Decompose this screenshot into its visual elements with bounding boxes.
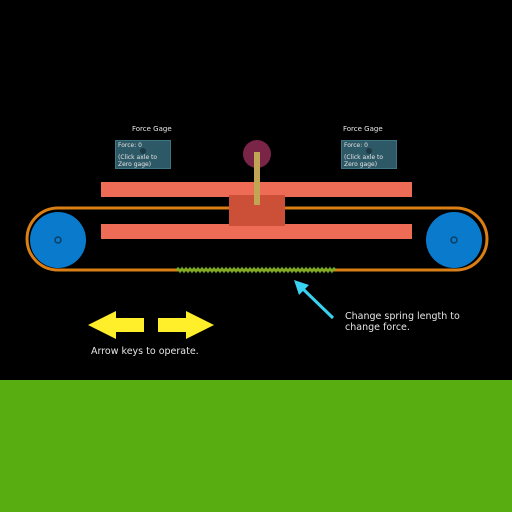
left-gauge-hint-2: Zero gage) [118, 161, 152, 168]
apparatus-drawing [25, 140, 489, 339]
left-gauge-force: Force: 0 [118, 142, 142, 149]
lever-rod[interactable] [254, 152, 260, 205]
right-gauge-hint-2: Zero gage) [344, 161, 378, 168]
spring-instruction-1: Change spring length to [345, 311, 460, 322]
right-axle[interactable] [450, 236, 458, 244]
arrow-right-icon[interactable] [158, 311, 214, 339]
right-gauge-force: Force: 0 [344, 142, 368, 149]
right-gauge-title: Force Gage [343, 125, 383, 133]
left-gauge-indicator [140, 148, 146, 154]
arrow-left-icon[interactable] [88, 311, 144, 339]
ground [0, 380, 512, 512]
left-axle[interactable] [54, 236, 62, 244]
conveyor-belt [25, 206, 489, 272]
pointer-arrow-icon [294, 280, 335, 320]
left-force-gauge[interactable]: Force: 0 (Click axle to Zero gage) [115, 140, 171, 169]
spring-instruction-2: change force. [345, 322, 410, 333]
right-gauge-hint-1: (Click axle to [344, 154, 384, 161]
left-gauge-title: Force Gage [132, 125, 172, 133]
right-pulley[interactable] [426, 212, 482, 268]
arrow-keys-instruction: Arrow keys to operate. [91, 346, 199, 357]
right-force-gauge[interactable]: Force: 0 (Click axle to Zero gage) [341, 140, 397, 169]
spring[interactable] [175, 266, 337, 274]
lower-plate [101, 224, 412, 239]
right-gauge-indicator [366, 148, 372, 154]
left-pulley[interactable] [30, 212, 86, 268]
left-gauge-hint-1: (Click axle to [118, 154, 158, 161]
